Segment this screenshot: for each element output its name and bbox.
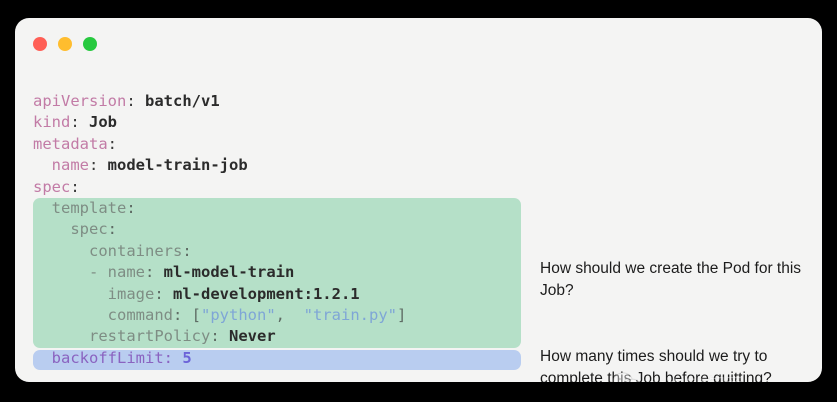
bracket-open: [ bbox=[191, 305, 201, 324]
yaml-key-image: image bbox=[107, 284, 155, 303]
annotation-column: How should we create the Pod for this Jo… bbox=[540, 66, 822, 382]
colon-0: : bbox=[126, 92, 145, 110]
colon-11: : bbox=[210, 327, 229, 346]
yaml-value-restartpolicy: Never bbox=[229, 327, 276, 346]
maximize-button-icon[interactable] bbox=[83, 37, 97, 51]
yaml-key-kind: kind bbox=[33, 113, 71, 132]
code-line-apiversion: apiVersion: batch/v1 bbox=[33, 91, 553, 112]
highlight-band-pod-template bbox=[33, 198, 521, 348]
window-card: apiVersion: batch/v1 kind: Job metadata:… bbox=[15, 18, 822, 382]
yaml-key-command: command bbox=[107, 305, 173, 324]
colon-6: : bbox=[107, 220, 117, 239]
command-space bbox=[285, 306, 304, 324]
traffic-light-controls bbox=[33, 37, 97, 51]
code-line-container-name: - name: ml-model-train bbox=[33, 262, 553, 283]
code-line-containers: containers: bbox=[33, 241, 553, 262]
code-editor-area: apiVersion: batch/v1 kind: Job metadata:… bbox=[15, 66, 822, 382]
yaml-value-backofflimit: 5 bbox=[182, 348, 192, 367]
colon-2: : bbox=[107, 134, 117, 153]
yaml-value-container-name: ml-model-train bbox=[163, 263, 295, 282]
window-titlebar bbox=[15, 18, 822, 66]
colon-9: : bbox=[154, 284, 173, 303]
minimize-button-icon[interactable] bbox=[58, 37, 72, 51]
close-button-icon[interactable] bbox=[33, 37, 47, 51]
colon-12: : bbox=[163, 348, 183, 367]
yaml-code-block: apiVersion: batch/v1 kind: Job metadata:… bbox=[33, 91, 553, 369]
code-line-template: template: bbox=[33, 198, 553, 219]
yaml-key-apiversion: apiVersion bbox=[33, 92, 127, 110]
colon-3: : bbox=[89, 156, 108, 175]
code-line-command: command: ["python", "train.py"] bbox=[33, 305, 553, 326]
comma-token: , bbox=[275, 305, 285, 324]
colon-1: : bbox=[70, 113, 89, 132]
colon-7: : bbox=[182, 241, 192, 260]
annotation-pod-template: How should we create the Pod for this Jo… bbox=[540, 260, 802, 299]
bracket-close: ] bbox=[397, 305, 407, 324]
yaml-key-pod-spec: spec bbox=[70, 220, 108, 239]
colon-8: : bbox=[145, 263, 164, 282]
code-line-name: name: model-train-job bbox=[33, 155, 553, 176]
code-line-backofflimit: backoffLimit: 5 bbox=[33, 348, 553, 369]
colon-4: : bbox=[70, 177, 80, 196]
code-line-restartpolicy: restartPolicy: Never bbox=[33, 326, 553, 347]
code-line-metadata: metadata: bbox=[33, 134, 553, 155]
highlight-band-backoff-limit bbox=[33, 350, 521, 370]
colon-5: : bbox=[126, 198, 136, 217]
yaml-string-python: "python" bbox=[201, 305, 276, 324]
yaml-value-kind: Job bbox=[89, 113, 117, 132]
yaml-key-spec: spec bbox=[33, 177, 71, 196]
yaml-key-name: name bbox=[51, 156, 89, 175]
yaml-value-name: model-train-job bbox=[107, 156, 248, 175]
yaml-value-apiversion: batch/v1 bbox=[145, 92, 220, 110]
yaml-key-metadata: metadata bbox=[33, 134, 108, 153]
yaml-key-template: template bbox=[51, 198, 127, 217]
annotation-backoff-limit: How many times should we try to complete… bbox=[540, 348, 772, 382]
yaml-string-trainpy: "train.py" bbox=[303, 305, 397, 324]
code-line-pod-spec: spec: bbox=[33, 219, 553, 240]
yaml-key-containers: containers bbox=[89, 241, 183, 260]
code-line-spec: spec: bbox=[33, 177, 553, 198]
yaml-key-container-name: - name bbox=[89, 263, 145, 282]
code-line-kind: kind: Job bbox=[33, 112, 553, 133]
yaml-value-image: ml-development:1.2.1 bbox=[173, 284, 360, 303]
colon-10: : bbox=[172, 305, 192, 324]
yaml-key-backofflimit: backoffLimit bbox=[51, 348, 164, 367]
yaml-key-restartpolicy: restartPolicy bbox=[89, 327, 211, 346]
code-line-image: image: ml-development:1.2.1 bbox=[33, 284, 553, 305]
